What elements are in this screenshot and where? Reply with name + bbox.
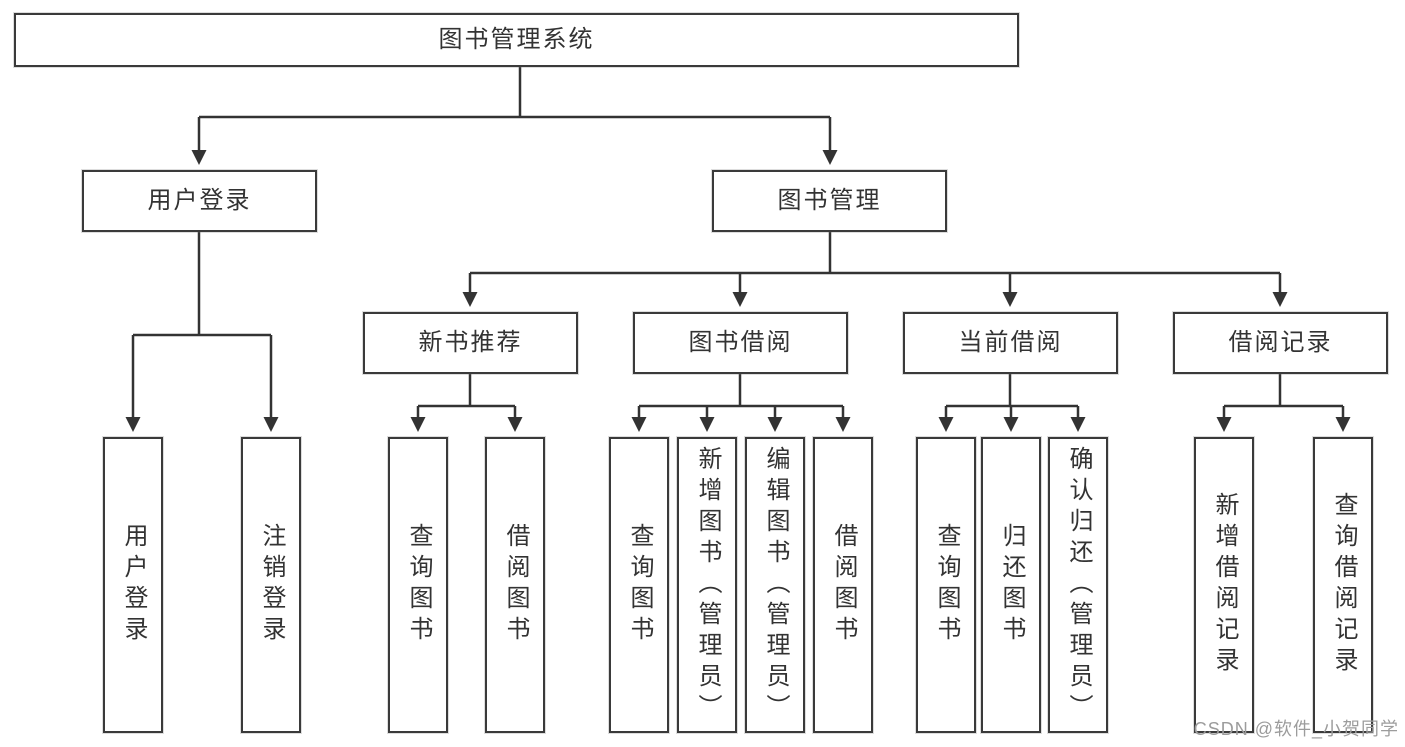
leaf-query-books-borrowing-label: 查询图书 — [626, 523, 653, 647]
node-current-borrowing-label: 当前借阅 — [958, 329, 1063, 356]
node-new-book-recommend-label: 新书推荐 — [418, 329, 523, 356]
leaf-add-borrow-record-label: 新增借阅记录 — [1211, 492, 1238, 678]
leaf-query-books-borrowing: 查询图书 — [609, 437, 669, 733]
leaf-add-books-admin-label: 新增图书（管理员） — [694, 445, 721, 725]
leaf-borrow-books-recommend-label: 借阅图书 — [502, 523, 529, 647]
leaf-borrow-books-label: 借阅图书 — [830, 523, 857, 647]
leaf-user-login-label: 用户登录 — [120, 523, 147, 647]
leaf-return-books: 归还图书 — [981, 437, 1041, 733]
leaf-confirm-return-admin: 确认归还（管理员） — [1048, 437, 1108, 733]
node-current-borrowing: 当前借阅 — [903, 312, 1118, 374]
leaf-query-borrow-record: 查询借阅记录 — [1313, 437, 1373, 733]
leaf-edit-books-admin-label: 编辑图书（管理员） — [762, 445, 789, 725]
leaf-query-borrow-record-label: 查询借阅记录 — [1330, 492, 1357, 678]
node-borrowing-records-label: 借阅记录 — [1228, 329, 1333, 356]
leaf-query-books-current: 查询图书 — [916, 437, 976, 733]
node-book-management-label: 图书管理 — [777, 187, 882, 214]
leaf-query-books-current-label: 查询图书 — [933, 523, 960, 647]
node-new-book-recommend: 新书推荐 — [363, 312, 578, 374]
node-book-management: 图书管理 — [712, 170, 947, 232]
node-library-system: 图书管理系统 — [14, 13, 1019, 67]
leaf-edit-books-admin: 编辑图书（管理员） — [745, 437, 805, 733]
leaf-borrow-books: 借阅图书 — [813, 437, 873, 733]
leaf-query-books-recommend-label: 查询图书 — [405, 523, 432, 647]
leaf-return-books-label: 归还图书 — [998, 523, 1025, 647]
leaf-confirm-return-admin-label: 确认归还（管理员） — [1065, 445, 1092, 725]
node-book-borrowing: 图书借阅 — [633, 312, 848, 374]
leaf-query-books-recommend: 查询图书 — [388, 437, 448, 733]
watermark-text: CSDN @软件_小贺同学 — [1193, 719, 1399, 739]
node-library-system-label: 图书管理系统 — [438, 26, 595, 53]
leaf-add-borrow-record: 新增借阅记录 — [1194, 437, 1254, 733]
node-user-login: 用户登录 — [82, 170, 317, 232]
node-user-login-label: 用户登录 — [147, 187, 252, 214]
leaf-borrow-books-recommend: 借阅图书 — [485, 437, 545, 733]
leaf-add-books-admin: 新增图书（管理员） — [677, 437, 737, 733]
node-book-borrowing-label: 图书借阅 — [688, 329, 793, 356]
leaf-logout: 注销登录 — [241, 437, 301, 733]
leaf-logout-label: 注销登录 — [258, 523, 285, 647]
leaf-user-login: 用户登录 — [103, 437, 163, 733]
node-borrowing-records: 借阅记录 — [1173, 312, 1388, 374]
